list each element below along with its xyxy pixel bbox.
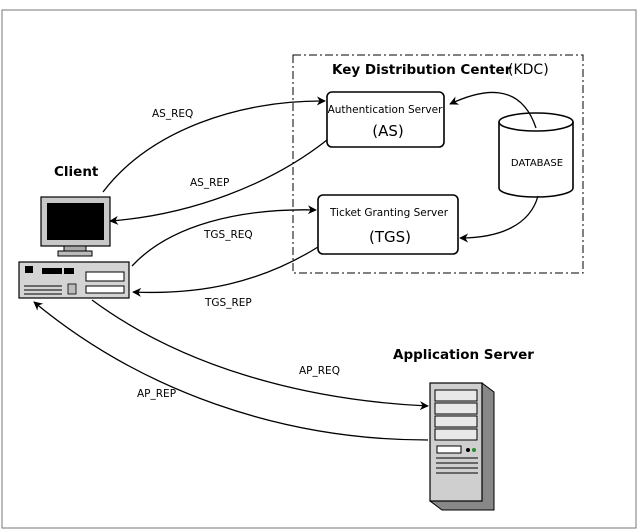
as-rep-label: AS_REP	[190, 177, 229, 189]
as-req-arrow	[102, 96, 326, 193]
diagram-frame	[1, 9, 637, 529]
tgs-rep-arrow	[132, 246, 319, 297]
db-to-as-arrow	[449, 91, 537, 129]
ap-req-arrow	[91, 299, 429, 411]
db-to-tgs-arrow	[459, 195, 539, 243]
kdc-abbr: (KDC)	[508, 62, 549, 78]
ap-rep-label: AP_REP	[137, 388, 176, 400]
ticket-granting-server: Ticket Granting Server (TGS)	[317, 194, 459, 255]
kdc-title: Key Distribution Center	[332, 62, 512, 78]
tgs-req-label: TGS_REQ	[203, 229, 253, 241]
tgs-abbr: (TGS)	[369, 228, 411, 246]
as-rep-arrow	[109, 139, 328, 225]
as-abbr: (AS)	[372, 122, 404, 140]
client-computer-icon	[18, 196, 130, 299]
ap-req-label: AP_REQ	[299, 365, 340, 377]
application-server-icon	[429, 382, 495, 511]
app-server-label: Application Server	[393, 347, 534, 363]
as-req-label: AS_REQ	[152, 108, 193, 120]
client-label: Client	[54, 164, 99, 180]
database-label: DATABASE	[511, 158, 563, 169]
tgs-name: Ticket Granting Server	[329, 207, 449, 219]
as-name: Authentication Server	[328, 104, 444, 116]
database-cylinder: DATABASE	[498, 112, 574, 198]
ap-rep-arrow	[33, 301, 429, 441]
authentication-server: Authentication Server (AS)	[326, 91, 445, 148]
tgs-rep-label: TGS_REP	[204, 297, 252, 309]
tgs-req-arrow	[131, 205, 317, 267]
